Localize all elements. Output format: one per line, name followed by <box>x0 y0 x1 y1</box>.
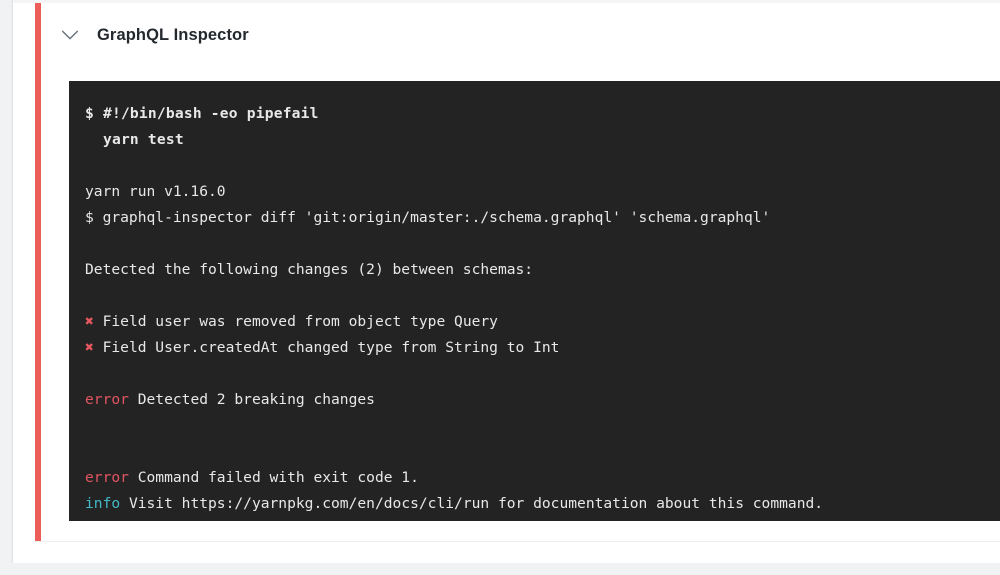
card-top-divider <box>13 0 1000 3</box>
terminal-token-plain: Field User.createdAt changed type from S… <box>93 339 560 356</box>
step-footer-divider <box>35 541 1000 542</box>
terminal-line: ✖ Field User.createdAt changed type from… <box>85 335 995 361</box>
terminal-token-plain: Field user was removed from object type … <box>93 313 498 330</box>
chevron-down-icon[interactable] <box>59 24 81 46</box>
terminal-token-plain: $ graphql-inspector diff 'git:origin/mas… <box>85 209 771 226</box>
terminal-line <box>85 361 995 387</box>
step-header[interactable]: GraphQL Inspector <box>59 18 249 52</box>
terminal-line: error Command failed with exit code 1. <box>85 465 995 491</box>
terminal-line: info Visit https://yarnpkg.com/en/docs/c… <box>85 491 995 517</box>
terminal-log-body: $ #!/bin/bash -eo pipefail yarn test yar… <box>85 101 995 521</box>
build-step-card: GraphQL Inspector $ #!/bin/bash -eo pipe… <box>12 0 1000 563</box>
terminal-log-pane[interactable]: $ #!/bin/bash -eo pipefail yarn test yar… <box>69 81 1000 521</box>
page-left-gutter <box>0 0 12 575</box>
terminal-line <box>85 231 995 257</box>
page-bottom-gutter <box>0 563 1000 575</box>
step-title: GraphQL Inspector <box>97 25 249 44</box>
terminal-line: ✖ Field user was removed from object typ… <box>85 309 995 335</box>
terminal-token-plain: yarn test <box>85 131 184 148</box>
terminal-line: $ graphql-inspector diff 'git:origin/mas… <box>85 205 995 231</box>
terminal-token-cross: ✖ <box>85 339 94 356</box>
terminal-token-plain: yarn run v1.16.0 <box>85 183 226 200</box>
terminal-token-info: info <box>85 495 121 512</box>
terminal-line: $ #!/bin/bash -eo pipefail <box>85 101 995 127</box>
terminal-token-plain: $ #!/bin/bash -eo pipefail <box>85 105 319 122</box>
terminal-token-plain: Visit https://yarnpkg.com/en/docs/cli/ru… <box>120 495 824 512</box>
step-status-accent-bar <box>35 3 41 541</box>
terminal-line <box>85 153 995 179</box>
terminal-token-error: error <box>85 469 129 486</box>
terminal-line: error Detected 2 breaking changes <box>85 387 995 413</box>
terminal-line <box>85 413 995 439</box>
terminal-line <box>85 283 995 309</box>
terminal-token-cross: ✖ <box>85 313 94 330</box>
terminal-line: yarn test <box>85 127 995 153</box>
terminal-token-error: error <box>85 391 129 408</box>
terminal-token-plain: Detected the following changes (2) betwe… <box>85 261 534 278</box>
terminal-token-plain: Detected 2 breaking changes <box>128 391 375 408</box>
terminal-line: Exited with code 1 <box>85 517 995 521</box>
step-footer-area <box>13 542 1000 563</box>
terminal-token-plain: Command failed with exit code 1. <box>128 469 419 486</box>
terminal-line: Detected the following changes (2) betwe… <box>85 257 995 283</box>
terminal-line <box>85 439 995 465</box>
terminal-line: yarn run v1.16.0 <box>85 179 995 205</box>
